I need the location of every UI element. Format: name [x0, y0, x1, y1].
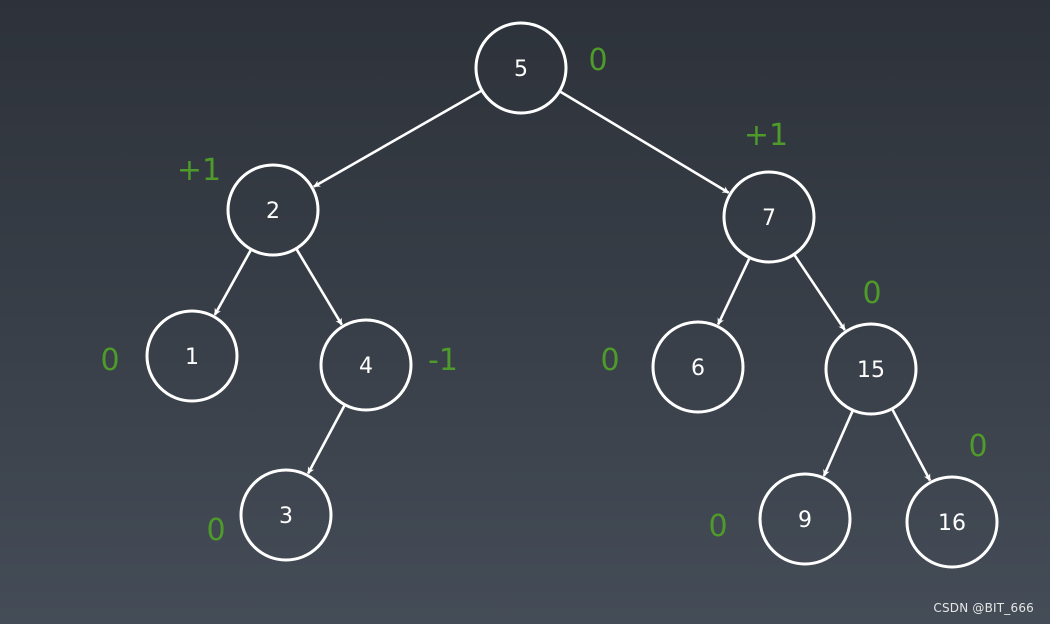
node-value-label: 1 [185, 345, 199, 370]
balance-factor-9: 0 [708, 509, 727, 544]
balance-factor-1: 0 [100, 343, 119, 378]
node-value-label: 9 [798, 508, 812, 533]
edge-7-to-15 [793, 254, 846, 331]
node-circle [226, 163, 320, 257]
edges-layer [213, 89, 932, 482]
balance-factor-5: 0 [588, 43, 607, 78]
node-value-label: 15 [857, 358, 885, 383]
tree-node-2: 2 [226, 163, 320, 257]
node-circle [722, 170, 816, 264]
balance-factor-7: +1 [744, 118, 788, 153]
node-circle [474, 21, 568, 115]
balance-factor-2: +1 [177, 153, 221, 188]
node-value-label: 4 [359, 354, 373, 379]
tree-node-7: 7 [722, 170, 816, 264]
node-circle [905, 475, 999, 569]
tree-node-9: 9 [758, 472, 852, 566]
tree-node-16: 16 [905, 475, 999, 569]
tree-node-5: 5 [474, 21, 568, 115]
node-circle [319, 318, 413, 412]
watermark: CSDN @BIT_666 [933, 601, 1034, 615]
edge-15-to-16 [891, 409, 932, 482]
edge-4-to-3 [306, 404, 346, 475]
balance-factor-6: 0 [600, 343, 619, 378]
node-circle [239, 468, 333, 562]
edge-5-to-7 [559, 90, 730, 194]
node-value-label: 16 [938, 511, 966, 536]
node-value-label: 2 [266, 199, 280, 224]
edge-15-to-9 [822, 410, 854, 477]
tree-node-3: 3 [239, 468, 333, 562]
nodes-layer: 5 2 7 1 4 6 15 3 9 16 [145, 21, 999, 569]
edge-5-to-2 [313, 89, 482, 188]
edge-7-to-6 [716, 258, 751, 326]
tree-node-6: 6 [651, 320, 745, 414]
balance-factor-3: 0 [206, 513, 225, 548]
node-circle [651, 320, 745, 414]
tree-node-15: 15 [824, 322, 918, 416]
tree-node-1: 1 [145, 309, 239, 403]
node-circle [758, 472, 852, 566]
tree-node-4: 4 [319, 318, 413, 412]
balance-factors-layer: 0 +1 +1 0 -1 0 0 0 0 0 [100, 43, 987, 548]
balance-factor-15: 0 [862, 276, 881, 311]
node-value-label: 3 [279, 504, 293, 529]
node-circle [824, 322, 918, 416]
node-value-label: 7 [762, 206, 776, 231]
balance-factor-4: -1 [428, 343, 458, 378]
edge-2-to-1 [213, 249, 252, 316]
node-value-label: 5 [514, 57, 528, 82]
edge-2-to-4 [295, 248, 343, 326]
node-value-label: 6 [691, 356, 705, 381]
balance-factor-16: 0 [968, 429, 987, 464]
node-circle [145, 309, 239, 403]
